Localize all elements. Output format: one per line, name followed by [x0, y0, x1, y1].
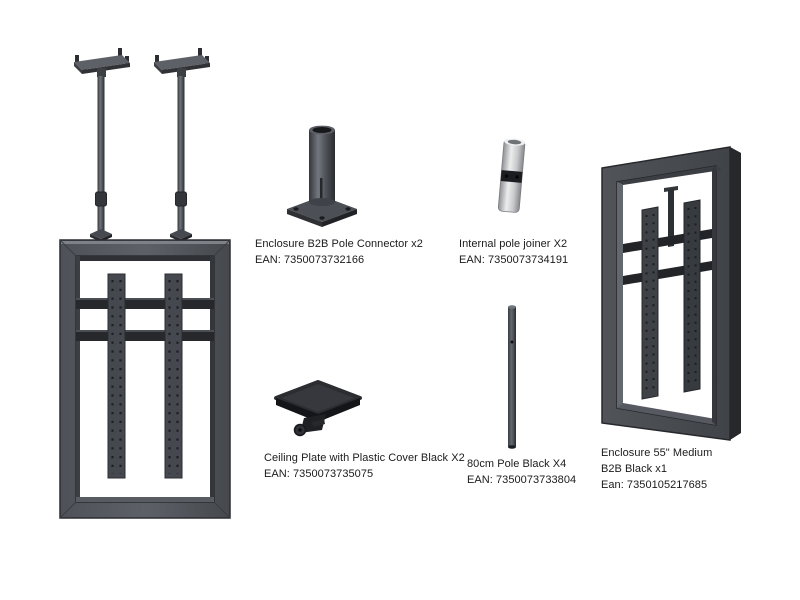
assembled-ceiling-enclosure-render	[59, 48, 231, 519]
enclosure-55-render	[601, 146, 741, 441]
pole-joiner-label: Internal pole joiner X2	[459, 238, 568, 250]
ceiling-plate-label: Ceiling Plate with Plastic Cover Black X…	[264, 452, 465, 464]
enclosure-55-caption: Enclosure 55" Medium B2B Black x1 Ean: 7…	[601, 445, 712, 493]
pole-connector-flanges-render	[90, 229, 192, 242]
internal-pole-joiner-render	[497, 138, 526, 213]
ceiling-plate-right-render	[154, 48, 210, 77]
enclosure-55-label2: B2B Black x1	[601, 463, 668, 475]
pole-right-render	[177, 76, 185, 231]
pole-left-render	[97, 76, 105, 231]
ceiling-plate-ean: EAN: 7350073735075	[264, 468, 374, 480]
pole-80cm-ean: EAN: 7350073733804	[467, 474, 577, 486]
pole-joiner-caption: Internal pole joiner X2 EAN: 73500737341…	[459, 236, 568, 268]
pole-80cm-caption: 80cm Pole Black X4 EAN: 7350073733804	[467, 456, 576, 488]
pole-joint-right-render	[175, 191, 187, 207]
pole-joiner-ean: EAN: 7350073734191	[459, 254, 569, 266]
enclosure-55-ean: Ean: 7350105217685	[601, 479, 708, 491]
pole-connector-label: Enclosure B2B Pole Connector x2	[255, 238, 423, 250]
pole-connector-caption: Enclosure B2B Pole Connector x2 EAN: 735…	[255, 236, 423, 268]
vesa-mount-render	[76, 273, 214, 479]
pole-connector-ean: EAN: 7350073732166	[255, 254, 365, 266]
enclosure-55-label: Enclosure 55" Medium	[601, 447, 713, 459]
ceiling-plate-caption: Ceiling Plate with Plastic Cover Black X…	[264, 450, 465, 482]
pole-80cm-render	[508, 305, 516, 449]
pole-joint-left-render	[95, 191, 107, 207]
ceiling-plate-cover-render	[274, 380, 362, 437]
enclosure-frame-front-render	[59, 239, 231, 519]
ceiling-plate-left-render	[74, 48, 130, 77]
pole-connector-render	[287, 125, 357, 227]
pole-80cm-label: 80cm Pole Black X4	[467, 458, 567, 470]
